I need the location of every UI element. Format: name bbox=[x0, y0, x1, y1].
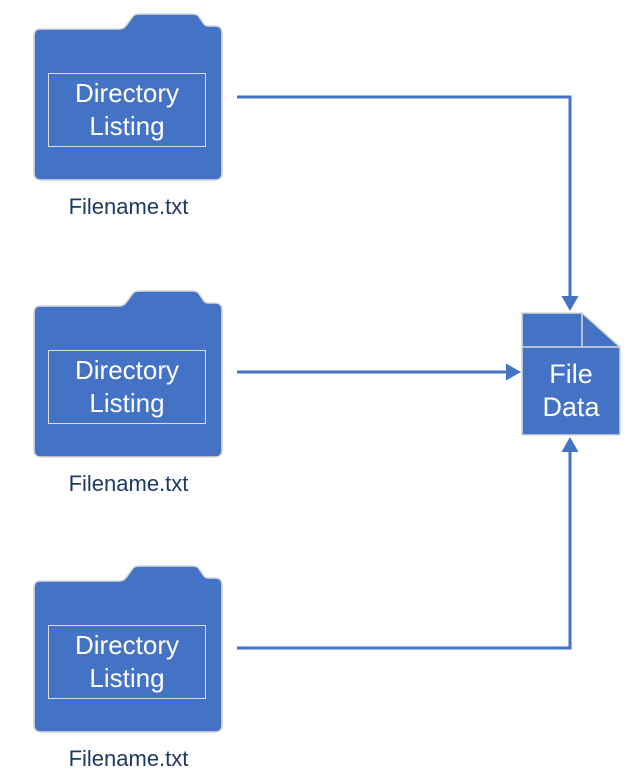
file-label: File Data bbox=[542, 359, 600, 422]
folder-group-2: Directory Listing Filename.txt bbox=[33, 290, 224, 508]
folder-label: Directory Listing bbox=[74, 78, 179, 141]
folder-label-box: Directory Listing bbox=[48, 73, 206, 147]
arrow-middle-folder-to-file bbox=[237, 363, 521, 381]
folder-caption: Filename.txt bbox=[68, 194, 189, 219]
folder-icon bbox=[33, 290, 223, 458]
arrow-top-folder-to-file bbox=[237, 95, 579, 311]
folder-caption: Filename.txt bbox=[68, 471, 189, 496]
folder-icon bbox=[33, 565, 223, 733]
folder-label-box: Directory Listing bbox=[48, 625, 206, 699]
file-data-node: File Data bbox=[521, 312, 621, 436]
folder-icon bbox=[33, 13, 223, 181]
folder-label-box: Directory Listing bbox=[48, 350, 206, 424]
file-icon bbox=[521, 312, 621, 436]
folder-group-1: Directory Listing Filename.txt bbox=[33, 13, 224, 231]
folder-caption: Filename.txt bbox=[68, 746, 189, 771]
folder-group-3: Directory Listing Filename.txt bbox=[33, 565, 224, 783]
folder-label: Directory Listing bbox=[74, 355, 179, 418]
arrow-bottom-folder-to-file bbox=[237, 437, 579, 650]
folder-label: Directory Listing bbox=[74, 630, 179, 693]
